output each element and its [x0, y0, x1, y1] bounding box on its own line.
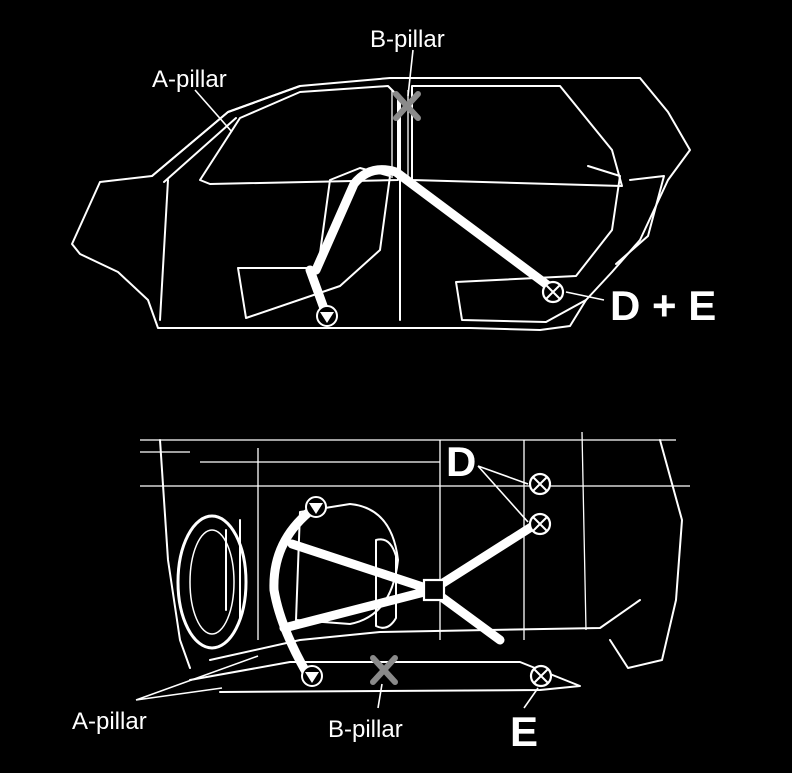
side-roll-bar [311, 165, 559, 295]
top-front-hoop [269, 503, 319, 677]
mount-point-icon [528, 472, 552, 496]
seat-rail-top [225, 519, 241, 621]
label-b-pillar-side: B-pillar [370, 26, 445, 53]
leader-d-top [477, 465, 529, 523]
label-e-top: E [510, 708, 539, 755]
side-window-front [199, 85, 399, 185]
top-guide-lines [140, 439, 690, 487]
mount-point-icon [541, 280, 565, 304]
label-a-pillar-top: A-pillar [72, 708, 147, 735]
steering-wheel-top [176, 514, 248, 650]
top-diag-bar [279, 539, 437, 633]
top-rear-stay-1 [427, 519, 541, 595]
floor-anchor-icon [305, 496, 327, 518]
side-view [71, 49, 691, 331]
junction-block [422, 578, 446, 602]
leader-a-pillar-top [135, 655, 259, 701]
top-view [135, 431, 690, 709]
a-pillar-side [151, 85, 301, 183]
leader-mount-side [565, 291, 605, 301]
front-seat-side [237, 167, 391, 319]
removed-x-icon [393, 91, 421, 121]
car-body-side-outline [71, 77, 691, 331]
side-window-rear [411, 85, 623, 187]
leader-a-pillar-side [194, 89, 233, 133]
label-mount-d-e: D + E [610, 282, 717, 329]
mount-point-icon [529, 664, 553, 688]
rear-body-side [615, 175, 665, 265]
seat-cushion-top [375, 538, 397, 629]
floor-anchor-icon [316, 305, 338, 327]
rear-seat-side [455, 165, 621, 323]
driver-seat-top [295, 503, 399, 625]
leader-e-top [523, 687, 539, 709]
top-center-lines [257, 431, 587, 640]
door-line [159, 95, 401, 321]
label-b-pillar-top: B-pillar [328, 716, 403, 743]
leader-b-pillar-side [407, 49, 414, 97]
top-body-outline [159, 439, 683, 669]
label-a-pillar-side: A-pillar [152, 66, 227, 93]
mount-point-icon [528, 512, 552, 536]
removed-x-icon [370, 655, 398, 685]
floor-anchor-icon [301, 665, 323, 687]
label-d-top: D [446, 438, 477, 485]
leader-b-pillar-top [377, 683, 383, 709]
